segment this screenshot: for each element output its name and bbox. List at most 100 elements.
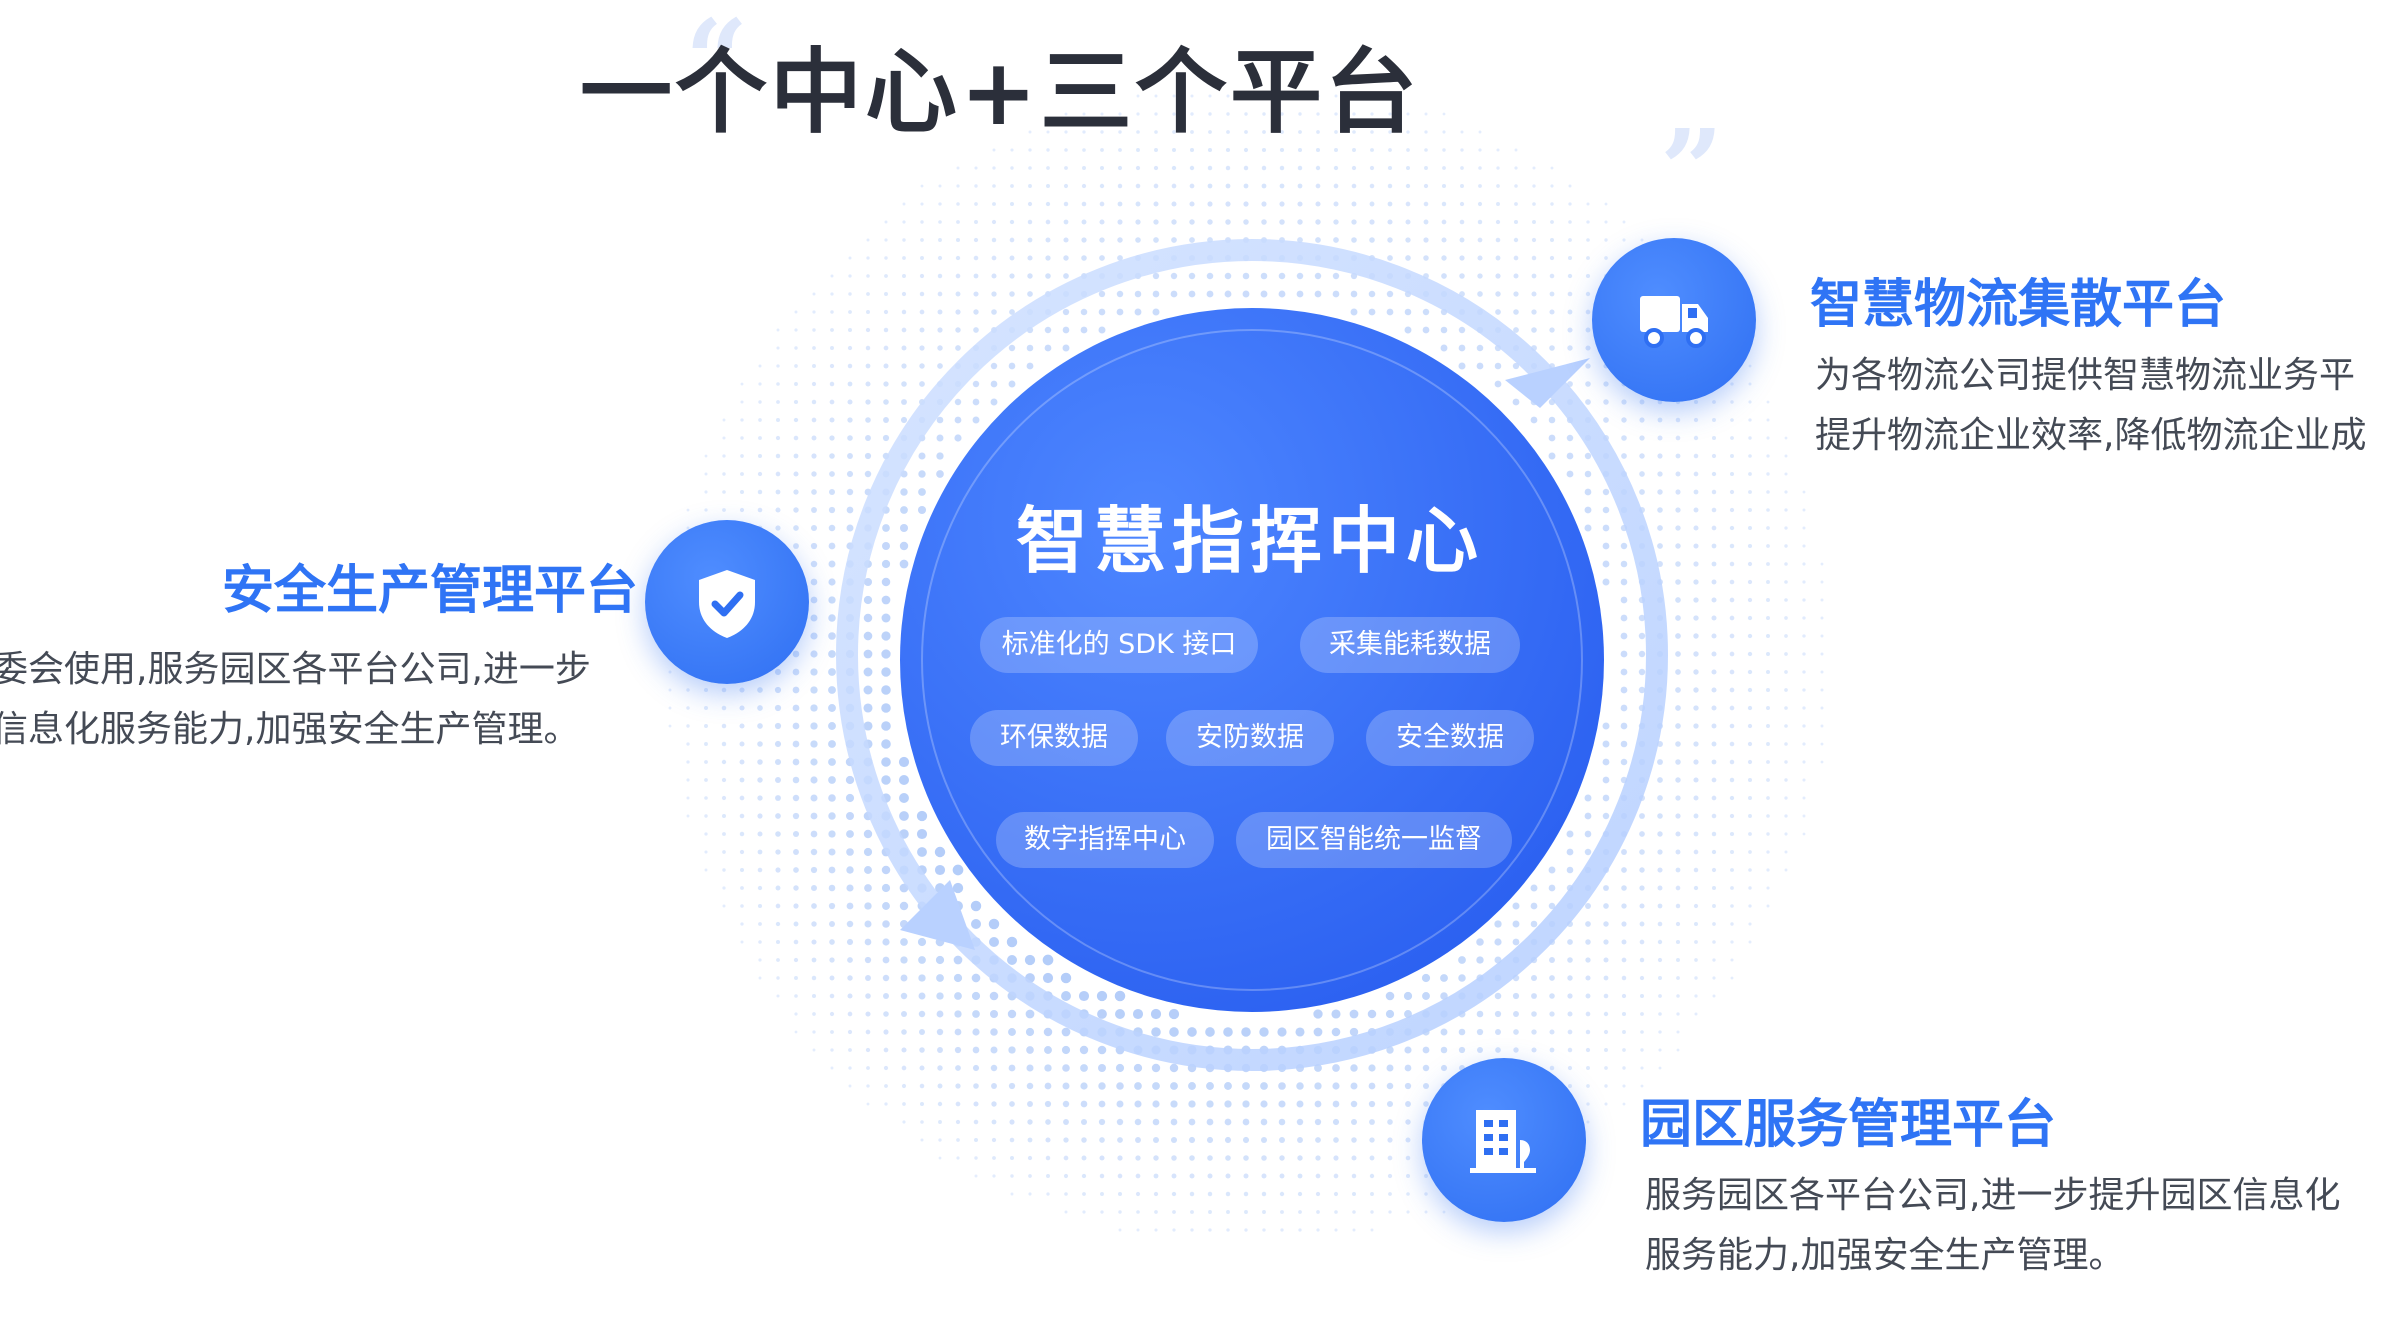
halftone-dot xyxy=(1567,309,1573,315)
halftone-dot xyxy=(1136,112,1140,116)
center-tag: 安防数据 xyxy=(1166,710,1334,766)
halftone-dot xyxy=(722,850,726,854)
halftone-dot xyxy=(1621,453,1627,459)
halftone-dot xyxy=(1152,290,1160,298)
halftone-dot xyxy=(1422,992,1430,1000)
halftone-dot xyxy=(1548,452,1556,460)
halftone-dot xyxy=(811,489,817,495)
halftone-dot xyxy=(1747,723,1753,729)
halftone-dot xyxy=(1460,130,1464,134)
halftone-dot xyxy=(704,706,708,710)
halftone-dot xyxy=(1639,453,1645,459)
halftone-dot xyxy=(1008,1028,1016,1036)
halftone-dot xyxy=(758,400,762,404)
halftone-dot xyxy=(1748,814,1752,818)
halftone-dot xyxy=(1424,166,1428,170)
halftone-dot xyxy=(1657,543,1663,549)
halftone-dot xyxy=(1802,760,1806,764)
halftone-dot xyxy=(989,991,999,1001)
halftone-dot xyxy=(792,740,800,748)
halftone-dot xyxy=(810,668,818,676)
halftone-dot xyxy=(1350,1118,1358,1126)
halftone-dot xyxy=(1099,1155,1105,1161)
halftone-dot xyxy=(794,994,798,998)
halftone-dot xyxy=(847,381,853,387)
halftone-dot xyxy=(1802,796,1806,800)
halftone-dot xyxy=(992,1156,996,1160)
halftone-dot xyxy=(938,1138,942,1142)
halftone-dot xyxy=(1225,1173,1231,1179)
halftone-dot xyxy=(1802,526,1806,530)
halftone-dot xyxy=(1639,813,1645,819)
halftone-dot xyxy=(1603,399,1609,405)
halftone-dot xyxy=(1747,525,1753,531)
halftone-dot xyxy=(1675,831,1681,837)
halftone-dot xyxy=(1315,219,1321,225)
halftone-dot xyxy=(1028,184,1032,188)
halftone-dot xyxy=(1044,1082,1052,1090)
halftone-dot xyxy=(1280,1228,1284,1232)
halftone-dot xyxy=(1008,1082,1016,1090)
ring-arrow-bottom xyxy=(900,880,975,950)
halftone-dot xyxy=(1134,1100,1142,1108)
halftone-dot xyxy=(1027,255,1033,261)
halftone-dot xyxy=(866,256,870,260)
halftone-dot xyxy=(1134,1082,1142,1090)
halftone-dot xyxy=(1693,741,1699,747)
halftone-dot xyxy=(1334,94,1338,98)
halftone-dot xyxy=(1693,435,1699,441)
halftone-dot xyxy=(1784,598,1788,602)
halftone-dot xyxy=(1729,651,1735,657)
halftone-dot xyxy=(812,1030,816,1034)
halftone-dot xyxy=(1098,290,1106,298)
halftone-dot xyxy=(1170,1082,1178,1090)
halftone-dot xyxy=(1729,597,1735,603)
halftone-dot xyxy=(1262,1210,1266,1214)
halftone-dot xyxy=(1046,148,1050,152)
halftone-dot xyxy=(972,1046,980,1054)
halftone-dot xyxy=(1748,472,1752,476)
halftone-dot xyxy=(1189,165,1195,171)
halftone-dot xyxy=(775,921,781,927)
halftone-dot xyxy=(1766,904,1770,908)
halftone-dot xyxy=(864,884,872,892)
halftone-dot xyxy=(1675,561,1681,567)
halftone-dot xyxy=(1242,290,1250,298)
halftone-dot xyxy=(917,937,927,947)
halftone-dot xyxy=(953,955,963,965)
halftone-dot xyxy=(1440,326,1448,334)
halftone-dot xyxy=(1278,290,1286,298)
halftone-dot xyxy=(1676,1030,1680,1034)
halftone-dot xyxy=(668,670,672,674)
halftone-dot xyxy=(1244,94,1248,98)
halftone-dot xyxy=(1369,1119,1375,1125)
halftone-dot xyxy=(1712,994,1716,998)
halftone-dot xyxy=(973,1083,979,1089)
halftone-dot xyxy=(1297,1137,1303,1143)
halftone-dot xyxy=(1586,202,1590,206)
halftone-dot xyxy=(1693,489,1699,495)
halftone-dot xyxy=(1315,165,1321,171)
halftone-dot xyxy=(1332,1100,1340,1108)
halftone-dot xyxy=(1513,327,1519,333)
halftone-dot xyxy=(1476,362,1484,370)
halftone-dot xyxy=(1242,272,1250,280)
halftone-dot xyxy=(883,327,889,333)
halftone-dot xyxy=(1568,184,1572,188)
halftone-dot xyxy=(793,903,799,909)
halftone-dot xyxy=(1208,112,1212,116)
halftone-dot xyxy=(1585,939,1591,945)
halftone-dot xyxy=(810,578,818,586)
halftone-dot xyxy=(1784,508,1788,512)
center-tag: 园区智能统一监督 xyxy=(1236,812,1512,868)
halftone-dot xyxy=(1333,1191,1339,1197)
halftone-dot xyxy=(1189,1191,1195,1197)
halftone-dot xyxy=(1567,975,1573,981)
halftone-dot xyxy=(1748,436,1752,440)
halftone-dot xyxy=(899,541,909,551)
halftone-dot xyxy=(828,776,836,784)
halftone-dot xyxy=(828,740,836,748)
halftone-dot xyxy=(1676,958,1680,962)
halftone-dot xyxy=(1693,903,1699,909)
halftone-dot xyxy=(1405,237,1411,243)
